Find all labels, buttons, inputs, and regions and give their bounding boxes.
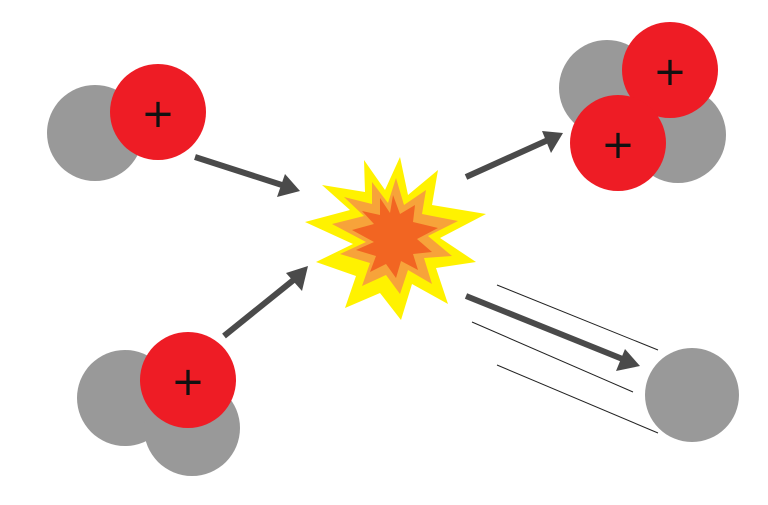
- arrow-out-bottom: [464, 293, 640, 371]
- proton-charge-label: +: [171, 359, 205, 405]
- arrow-head-icon: [616, 349, 640, 371]
- arrow-head-icon: [277, 174, 300, 197]
- arrow-head-icon: [286, 266, 308, 291]
- proton-icon: [622, 22, 718, 118]
- proton-charge-label: +: [141, 91, 175, 137]
- proton-icon: [110, 64, 206, 160]
- arrow-out-top: [464, 131, 563, 180]
- tritium-nucleus: +: [77, 332, 240, 476]
- burst-inner: [352, 195, 438, 278]
- free-neutron: [471, 284, 739, 442]
- arrow-in-bottom: [222, 266, 308, 339]
- arrow-shaft: [194, 154, 286, 189]
- deuterium-nucleus: +: [47, 64, 206, 181]
- proton-icon: [570, 95, 666, 191]
- explosion-burst-icon: [305, 157, 486, 320]
- motion-line: [496, 364, 659, 434]
- arrow-in-top: [194, 154, 300, 197]
- proton-icon: [140, 332, 236, 428]
- neutron-icon: [645, 348, 739, 442]
- arrow-shaft: [222, 275, 298, 339]
- arrow-shaft: [464, 137, 550, 180]
- arrow-shaft: [464, 293, 627, 363]
- proton-charge-label: +: [653, 49, 687, 95]
- proton-charge-label: +: [601, 122, 635, 168]
- helium-nucleus: + +: [559, 22, 726, 191]
- motion-line: [471, 321, 634, 393]
- motion-line: [496, 284, 659, 351]
- arrow-head-icon: [542, 131, 563, 153]
